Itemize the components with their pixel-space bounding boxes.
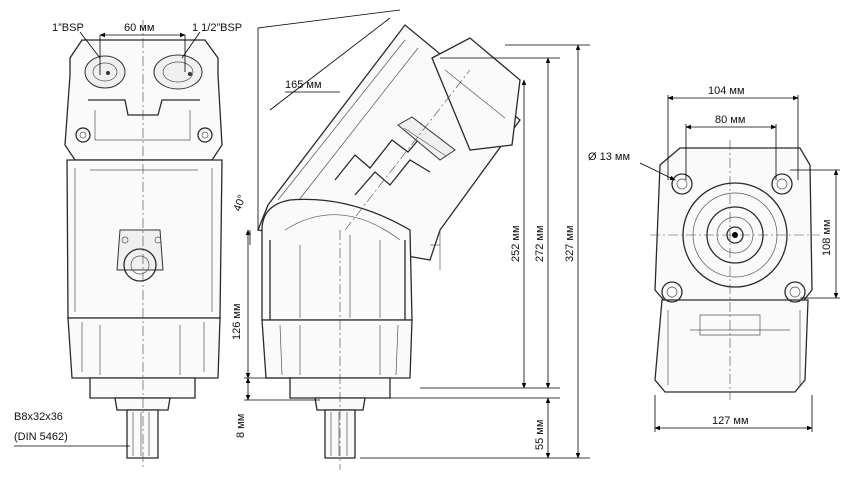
h-327-label: 327 мм	[564, 225, 576, 262]
side-view	[257, 24, 521, 470]
end-view-dimensions: 104 мм 80 мм Ø 13 мм 108 мм 127 мм	[588, 85, 840, 432]
bolt-hole-icon	[784, 281, 806, 303]
end-view	[650, 140, 820, 400]
w-104-label: 104 мм	[708, 85, 745, 97]
bolt-hole-icon	[661, 281, 683, 303]
spline-std-label: (DIN 5462)	[14, 431, 68, 443]
side-view-dimensions: 165 мм 40° 126 мм 8 мм 252 мм 272 мм 327…	[231, 9, 590, 459]
front-view-dimensions: 60 мм 1”BSP 1 1/2”BSP B8x32x36 (DIN 5462…	[14, 22, 242, 447]
port-1-icon	[84, 55, 126, 89]
port-left-label: 1”BSP	[52, 22, 84, 34]
length-165-label: 165 мм	[285, 79, 322, 91]
angle-label: 40°	[232, 193, 249, 213]
h-108-label: 108 мм	[821, 219, 833, 256]
spline-label: B8x32x36	[14, 411, 63, 423]
w-127-label: 127 мм	[712, 415, 749, 427]
port-spacing-label: 60 мм	[124, 22, 154, 34]
h-252-label: 252 мм	[510, 225, 522, 262]
w-80-label: 80 мм	[715, 114, 745, 126]
h-126-label: 126 мм	[231, 303, 243, 340]
h-272-label: 272 мм	[534, 225, 546, 262]
bolt-hole-icon	[671, 173, 693, 195]
port-right-label: 1 1/2”BSP	[192, 22, 242, 34]
h-8-label: 8 мм	[235, 414, 247, 438]
front-view	[64, 20, 223, 470]
h-55-label: 55 мм	[534, 420, 546, 450]
hole-diameter-label: Ø 13 мм	[588, 151, 630, 163]
bolt-hole-icon	[771, 173, 793, 195]
port-1-1-2-icon	[153, 54, 203, 90]
